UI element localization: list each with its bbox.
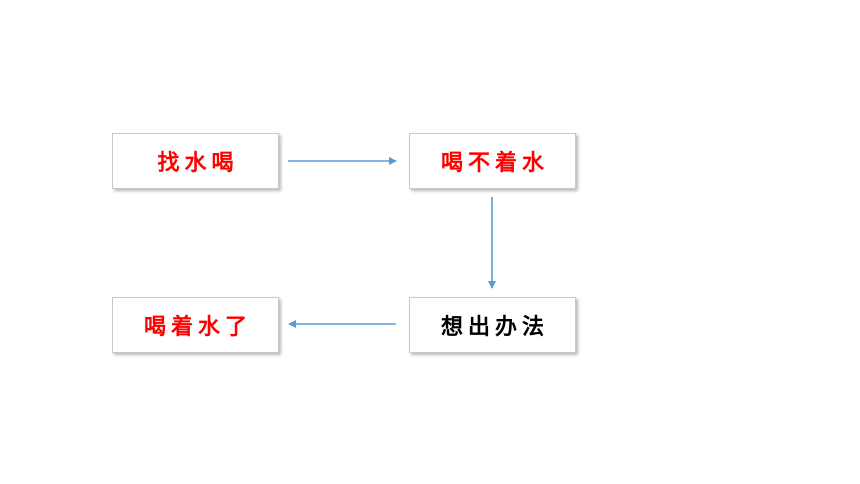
step-label: 找水喝 [157,151,239,176]
step-label: 想出办法 [440,315,549,340]
step-box-got-water: 喝着水了 [112,297,279,353]
step-box-find-water: 找水喝 [112,133,279,189]
step-box-find-solution: 想出办法 [409,297,576,353]
step-box-no-water: 喝不着水 [409,133,576,189]
step-label: 喝着水了 [143,315,252,340]
step-label: 喝不着水 [440,151,549,176]
